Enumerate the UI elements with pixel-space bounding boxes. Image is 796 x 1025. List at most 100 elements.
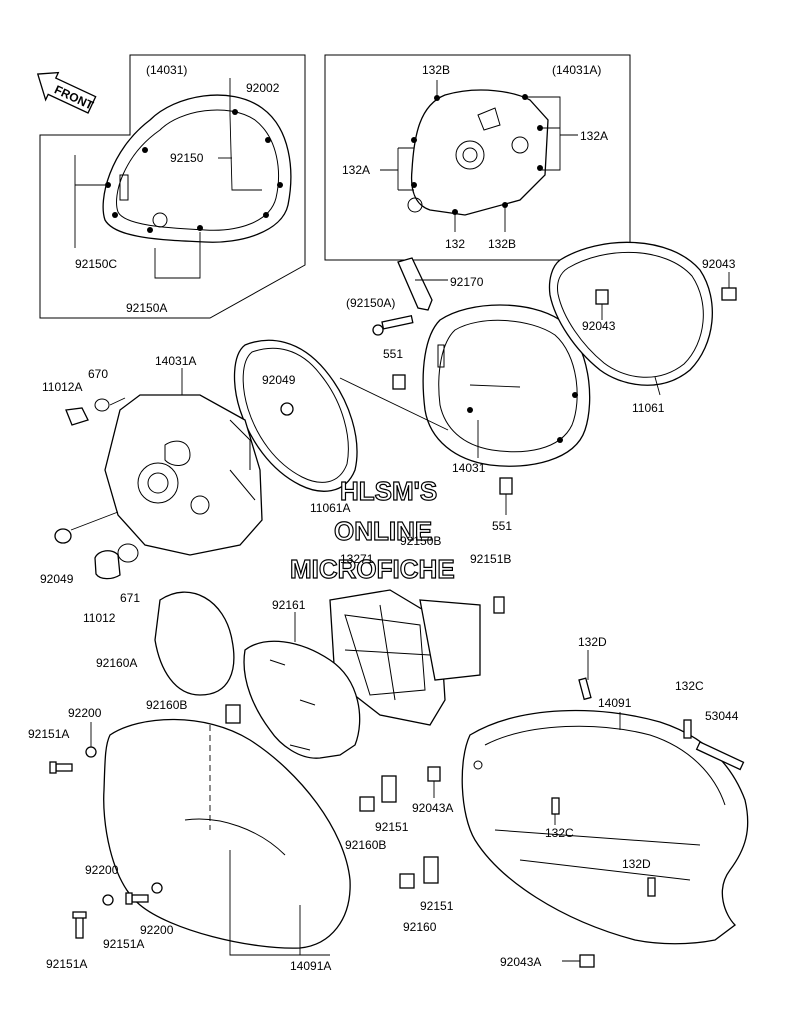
outer-cover-14091A — [103, 718, 351, 949]
label-92151A-lower: 92151A — [46, 957, 87, 971]
label-92151-upper: 92151 — [375, 820, 409, 834]
clutch-cover-14031A — [104, 394, 263, 556]
inset-14031A-ref: (14031A) — [552, 63, 601, 77]
o-ring-671 — [117, 543, 139, 563]
label-11012A: 11012A — [42, 380, 82, 394]
label-92150: 92150 — [170, 151, 204, 165]
label-551-top: 551 — [383, 347, 403, 361]
label-92150B-small: 92150B — [400, 534, 441, 548]
clutch-cover-14031 — [422, 304, 591, 467]
dowel-551-top — [392, 374, 406, 390]
label-92151A-upper: 92151A — [28, 727, 69, 741]
label-92043-right: 92043 — [702, 257, 736, 271]
label-92170: 92170 — [450, 275, 484, 289]
bolt-132D-lower — [647, 877, 656, 897]
label-92200-lower-right: 92200 — [140, 923, 174, 937]
label-92043A-upper: 92043A — [412, 801, 453, 815]
label-92200-upper: 92200 — [68, 706, 102, 720]
dowel-92043A-upper — [427, 766, 441, 782]
pin-53044 — [695, 741, 745, 771]
label-92150A-paren: (92150A) — [346, 296, 395, 310]
dowel-92043-left — [595, 289, 609, 305]
inset-14031-ref: (14031) — [146, 63, 187, 77]
dowel-551-lower — [499, 477, 513, 495]
dowel-92043-right — [721, 287, 737, 301]
cover-14091 — [461, 709, 749, 945]
watermark-line-2: ONLINE — [334, 516, 432, 546]
label-11061A: 11061A — [310, 501, 350, 515]
label-14091A: 14091A — [290, 959, 331, 973]
label-132: 132 — [445, 237, 465, 251]
label-132C-lower: 132C — [545, 826, 574, 840]
watermark: HLSM'S ONLINE MICROFICHE — [289, 475, 455, 584]
label-132A-left: 132A — [342, 163, 370, 177]
bolt-92151A-mid — [125, 892, 149, 905]
label-11061: 11061 — [632, 401, 665, 415]
label-671: 671 — [120, 591, 140, 605]
spacer-92151-lower — [423, 856, 439, 884]
label-92160A: 92160A — [96, 656, 137, 670]
inset-14031: (14031) 92002 92150 92150C 92150A — [39, 54, 306, 319]
label-92151B: 92151B — [470, 552, 511, 566]
front-arrow-icon: FRONT — [36, 71, 97, 114]
inset-14031A: (14031A) 132B 132A 132A 132 132B — [324, 54, 631, 261]
label-92151-lower: 92151 — [420, 899, 454, 913]
label-92150A-inset: 92150A — [126, 301, 167, 315]
bolt-132D-upper — [578, 677, 592, 701]
label-92151A-mid: 92151A — [103, 937, 144, 951]
label-132B-top: 132B — [422, 63, 450, 77]
label-14091: 14091 — [598, 696, 632, 710]
label-132B-bottom: 132B — [488, 237, 516, 251]
watermark-line-1: HLSM'S — [340, 476, 437, 506]
cover-inset-right — [410, 89, 549, 216]
label-13271: 13271 — [340, 552, 374, 566]
bolt-132C-upper — [683, 719, 692, 739]
label-92002: 92002 — [246, 81, 280, 95]
washer-92200-lower-right — [151, 882, 163, 894]
plate-13271 — [329, 589, 481, 726]
dowel-92043A-lower — [579, 954, 595, 968]
bracket-92170 — [397, 257, 433, 311]
bolt-132C-lower — [551, 797, 560, 815]
label-92049-lower: 92049 — [40, 572, 74, 586]
label-14031A: 14031A — [155, 354, 196, 368]
plate-92161 — [243, 640, 361, 759]
label-92150C: 92150C — [75, 257, 117, 271]
bolt-92151A-upper — [49, 761, 73, 774]
bolt-92151A-lower — [72, 911, 87, 939]
label-92161: 92161 — [272, 598, 306, 612]
label-132D-upper: 132D — [578, 635, 607, 649]
label-11012: 11012 — [83, 611, 116, 625]
label-92043A-lower: 92043A — [500, 955, 541, 969]
label-132C-upper: 132C — [675, 679, 704, 693]
label-670: 670 — [88, 367, 108, 381]
label-92160: 92160 — [403, 920, 437, 934]
bolt-92150A — [372, 314, 414, 336]
o-ring-670 — [94, 398, 110, 412]
label-92200-lower-left: 92200 — [85, 863, 119, 877]
label-92049-upper: 92049 — [262, 373, 296, 387]
gasket-92160A — [154, 591, 235, 696]
label-551-lower: 551 — [492, 519, 512, 533]
gasket-11061A — [233, 339, 358, 492]
label-53044: 53044 — [705, 709, 739, 723]
grommet-92160B-upper — [225, 704, 241, 724]
cap-11012A — [65, 407, 89, 426]
label-92160B-upper: 92160B — [146, 698, 187, 712]
grommet-92160 — [399, 873, 415, 889]
label-132D-lower: 132D — [622, 857, 651, 871]
watermark-line-3: MICROFICHE — [290, 554, 455, 584]
grommet-92160B-lower — [359, 796, 375, 812]
washer-92049-upper — [280, 402, 294, 416]
label-132A-right: 132A — [580, 129, 608, 143]
label-14031: 14031 — [452, 461, 486, 475]
washer-92200-upper — [85, 746, 97, 758]
cap-11012 — [94, 550, 121, 580]
label-92160B-lower: 92160B — [345, 838, 386, 852]
spacer-92151-upper — [381, 775, 397, 803]
label-92043-left: 92043 — [582, 319, 616, 333]
cover-gasket-inset — [102, 94, 292, 243]
bolt-92151B — [493, 596, 505, 614]
washer-92049-lower — [54, 528, 72, 544]
